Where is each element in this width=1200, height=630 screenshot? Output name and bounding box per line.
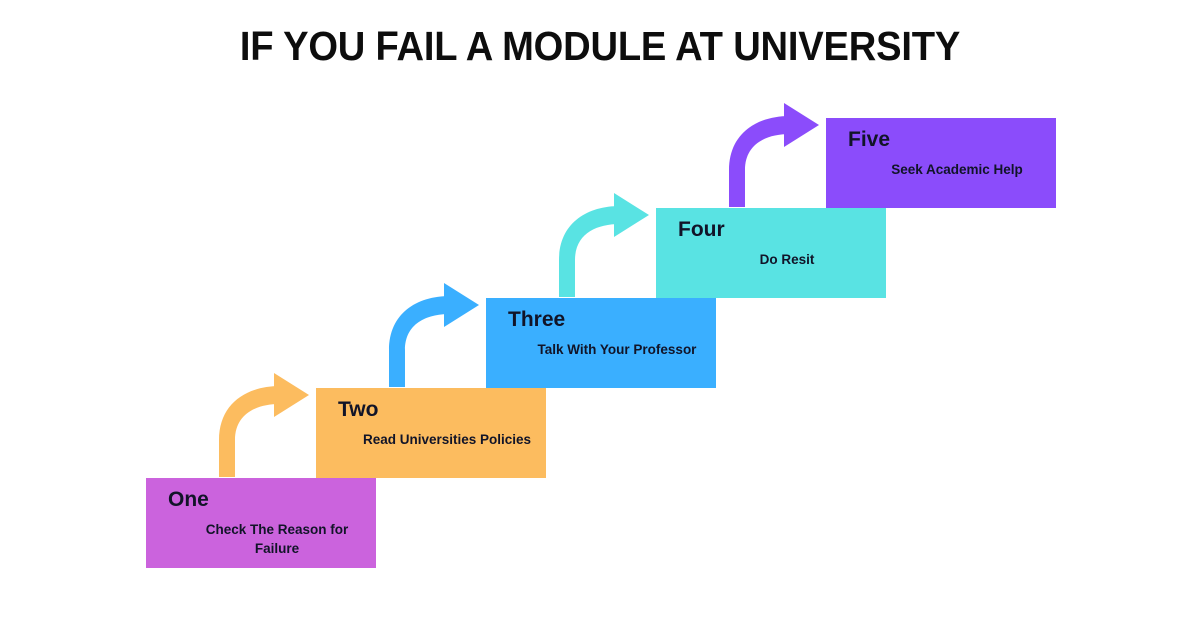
step-description: Read Universities Policies — [362, 432, 532, 447]
step-label: Two — [338, 398, 379, 421]
step-description: Check The Reason for Failure — [205, 522, 349, 556]
step-description: Seek Academic Help — [891, 162, 1023, 177]
step-label: One — [168, 488, 209, 511]
arrow-three-to-four — [550, 193, 660, 297]
arrow-two-to-three — [380, 283, 490, 387]
step-label: Five — [848, 128, 891, 151]
step-label: Three — [508, 308, 566, 331]
arrow-four-to-five — [720, 103, 830, 207]
step-description: Talk With Your Professor — [537, 342, 697, 357]
step-description: Do Resit — [759, 252, 815, 267]
page-title: IF YOU FAIL A MODULE AT UNIVERSITY — [239, 23, 961, 69]
step-box-four[interactable]: Four Do Resit — [656, 208, 886, 298]
step-label: Four — [678, 218, 725, 241]
arrow-one-to-two — [210, 373, 320, 477]
